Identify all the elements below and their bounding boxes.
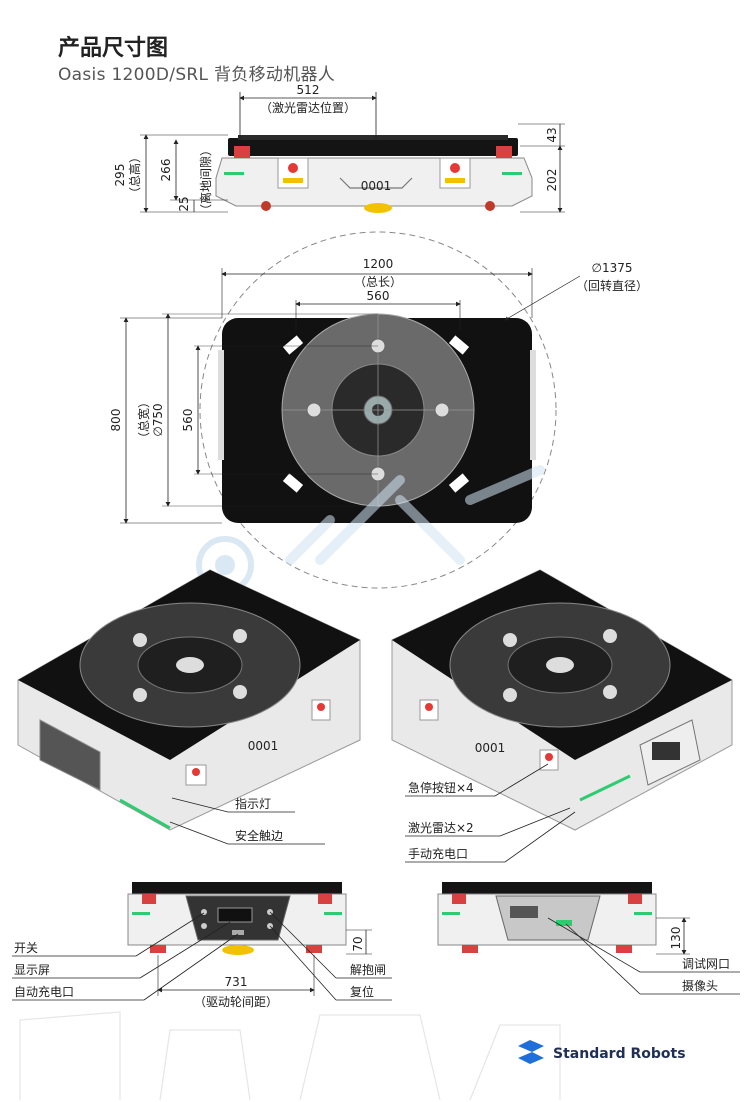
estop-icon <box>288 163 298 173</box>
dim-total-length-note: （总长） <box>354 275 402 289</box>
side-drive-wheel <box>364 203 392 213</box>
label-bumper: 安全触边 <box>235 828 283 843</box>
brand-logo-icon <box>518 1040 544 1064</box>
estop-icon <box>450 163 460 173</box>
label-brake-release: 解抱闸 <box>350 962 386 977</box>
page-title: 产品尺寸图 <box>58 36 169 61</box>
dim-total-height: 295 <box>113 164 127 187</box>
iso-view-left: 0001 指示灯 安全触边 <box>17 569 361 845</box>
dim-25: 25 <box>177 196 191 211</box>
iso-right-robot-number: 0001 <box>475 741 506 755</box>
side-top-plate <box>228 138 518 156</box>
iso-view-right: 0001 急停按钮×4 激光雷达×2 手动充电口 <box>391 569 733 863</box>
side-robot-number: 0001 <box>361 179 392 193</box>
label-display: 显示屏 <box>14 963 50 977</box>
estop-icon <box>317 703 325 711</box>
rear-camera <box>556 920 572 926</box>
estop-icon <box>192 768 200 776</box>
footer: Standard Robots <box>19 1011 686 1101</box>
dim-rotation-diameter-note: （回转直径） <box>576 278 648 293</box>
dim-lidar-width-note: （激光雷达位置） <box>260 100 356 115</box>
rear-debug-port <box>510 906 538 918</box>
dim-wheelbase-note: （驱动轮间距） <box>194 995 278 1009</box>
dim-266: 266 <box>159 159 173 182</box>
iso-left-robot-number: 0001 <box>248 739 279 753</box>
dim-total-height-note: （总高） <box>127 151 142 199</box>
label-reset: 复位 <box>350 984 374 999</box>
dim-43: 43 <box>545 127 559 142</box>
dim-70: 70 <box>351 936 365 951</box>
side-view: 0001 512 （激光雷达位置） 295 （总高） 266 25 （离地间隙）… <box>113 83 565 216</box>
dim-rotation-diameter: ∅1375 <box>592 261 633 275</box>
front-display <box>217 907 253 923</box>
side-corner-light-right <box>496 146 512 158</box>
dim-total-width: 800 <box>109 409 123 432</box>
label-lidar: 激光雷达×2 <box>408 821 474 835</box>
dim-130: 130 <box>669 927 683 950</box>
label-estop: 急停按钮×4 <box>408 780 474 795</box>
dim-750-diameter: ∅750 <box>151 403 165 436</box>
dim-560-side: 560 <box>181 409 195 432</box>
dim-wheelbase: 731 <box>225 975 248 989</box>
label-debug-port: 调试网口 <box>682 956 730 971</box>
dim-560-top: 560 <box>367 289 390 303</box>
top-view: 1200 （总长） 560 ∅1375 （回转直径） 800 （总宽） ∅750… <box>109 231 648 589</box>
watermark-logo <box>196 465 545 594</box>
dim-202: 202 <box>545 169 559 192</box>
rear-view: 调试网口 摄像头 130 <box>437 882 740 995</box>
label-auto-charge: 自动充电口 <box>14 984 74 999</box>
brand-name: Standard Robots <box>553 1046 686 1062</box>
dim-total-width-note: （总宽） <box>136 396 151 444</box>
estop-icon <box>545 753 553 761</box>
dim-ground-clearance-note: （离地间隙） <box>198 144 213 216</box>
rotation-circle <box>199 231 557 589</box>
label-indicator: 指示灯 <box>235 796 271 811</box>
label-camera: 摄像头 <box>682 978 718 993</box>
label-switch: 开关 <box>14 941 38 955</box>
dim-lidar-width: 512 <box>297 83 320 97</box>
estop-icon <box>425 703 433 711</box>
product-subtitle: Oasis 1200D/SRL 背负移动机器人 <box>58 65 336 85</box>
dim-total-length: 1200 <box>363 257 394 271</box>
front-view: 开关 显示屏 自动充电口 解抱闸 复位 731 （驱动轮间距） 70 <box>12 882 392 1009</box>
label-manual-charge: 手动充电口 <box>408 846 468 861</box>
side-corner-light-left <box>234 146 250 158</box>
